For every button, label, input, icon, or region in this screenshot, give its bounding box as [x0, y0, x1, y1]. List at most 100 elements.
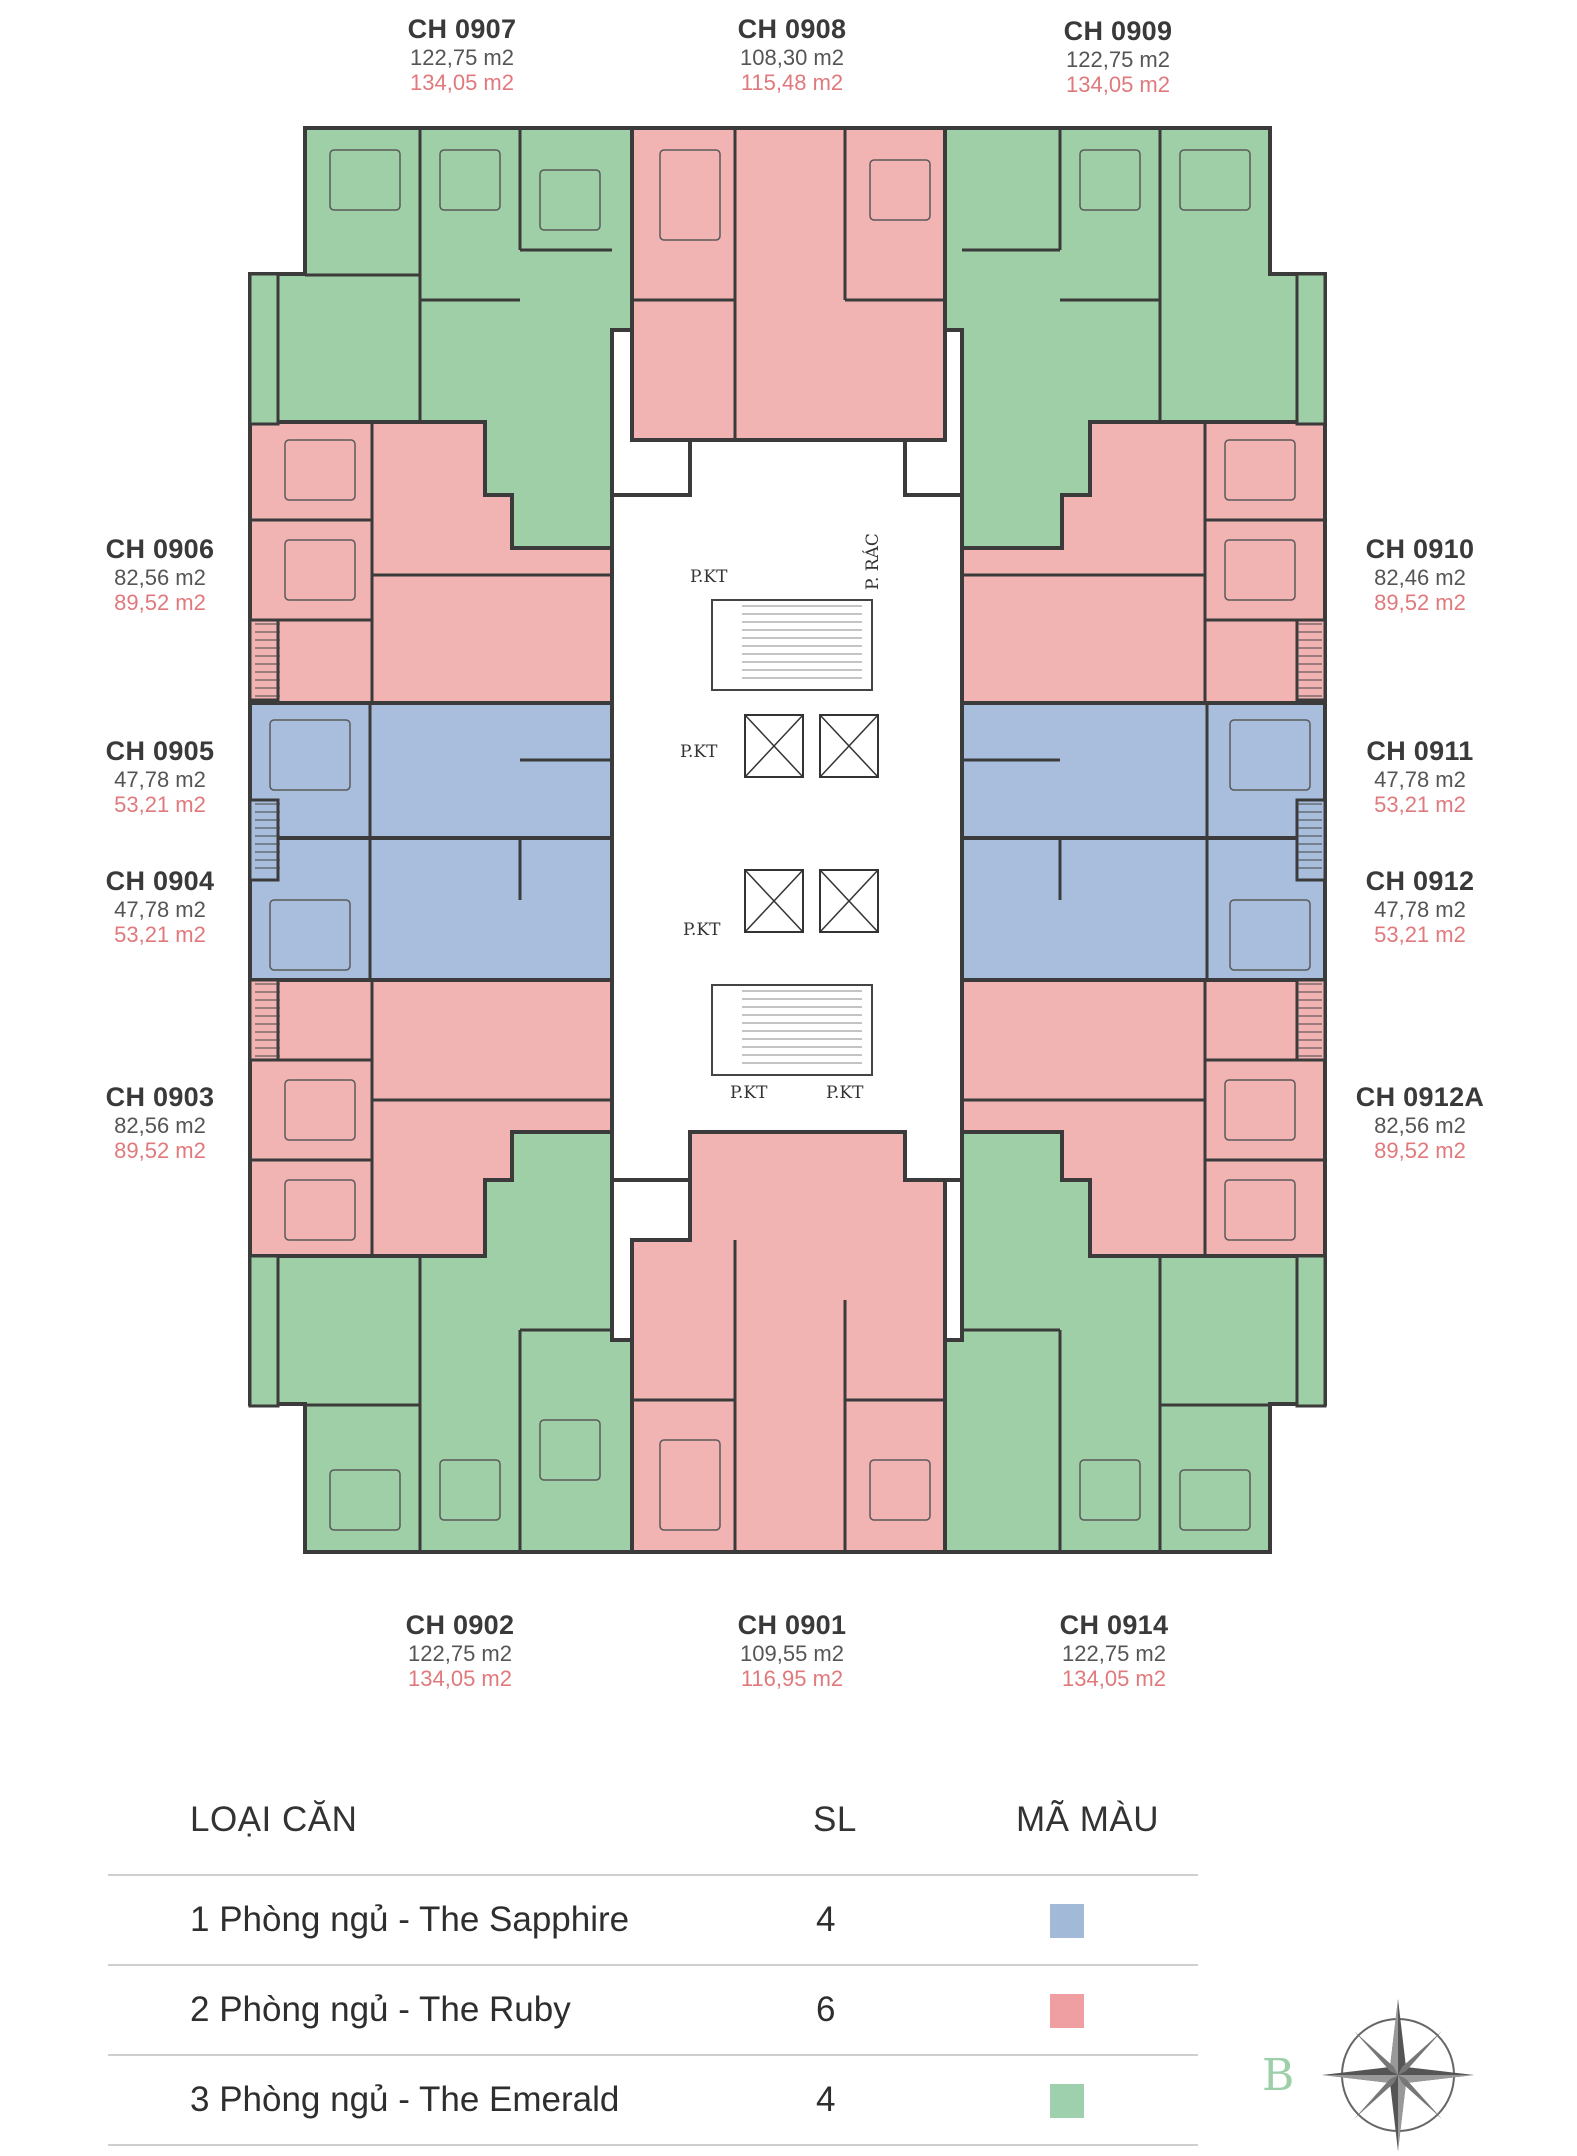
- pkt-label: P.KT: [680, 742, 718, 762]
- legend-row-name: 3 Phòng ngủ - The Emerald: [190, 2080, 620, 2119]
- elevator-shaft: [819, 714, 879, 778]
- elevator-shaft: [744, 714, 804, 778]
- unit-area-net: 122,75 m2: [1062, 1641, 1166, 1667]
- unit-area-gross: 116,95 m2: [740, 1666, 844, 1692]
- furniture-piece: [659, 1439, 721, 1531]
- pkt-label: P.KT: [690, 567, 728, 587]
- elevator-shaft: [819, 869, 879, 933]
- unit-area-gross: 89,52 m2: [114, 1138, 206, 1164]
- furniture-piece: [1079, 149, 1141, 211]
- furniture-piece: [1079, 1459, 1141, 1521]
- furniture-piece: [869, 1459, 931, 1521]
- unit-area-net: 82,56 m2: [114, 1113, 206, 1139]
- unit-code: CH 0910: [1365, 534, 1475, 564]
- staircase: [711, 599, 873, 691]
- unit-area-gross: 134,05 m2: [1066, 72, 1170, 98]
- unit-area-gross: 53,21 m2: [1374, 922, 1466, 948]
- unit-label-0903: CH 0903 82,56 m2 89,52 m2: [50, 1082, 270, 1164]
- detail-layer: [250, 128, 1325, 1552]
- furniture-piece: [1229, 719, 1311, 791]
- furniture-piece: [1179, 1469, 1251, 1531]
- furniture-piece: [1224, 1179, 1296, 1241]
- unit-code: CH 0904: [105, 866, 215, 896]
- legend-bottom-rule: [108, 2144, 1198, 2146]
- balcony-hatch: [1297, 803, 1322, 869]
- unit-area-net: 109,55 m2: [740, 1641, 844, 1667]
- legend-row-name: 1 Phòng ngủ - The Sapphire: [190, 1900, 630, 1939]
- unit-area-net: 122,75 m2: [410, 45, 514, 71]
- balcony-wing: [1295, 272, 1327, 426]
- furniture-piece: [439, 149, 501, 211]
- legend-swatch-sapphire: [1050, 1904, 1084, 1938]
- unit-code: CH 0911: [1366, 736, 1474, 766]
- furniture-piece: [269, 899, 351, 971]
- balcony-wing: [248, 1254, 280, 1408]
- balcony-hatch: [255, 803, 280, 869]
- furniture-piece: [659, 149, 721, 241]
- legend-header-color: MÃ MÀU: [1016, 1800, 1159, 1839]
- unit-code: CH 0901: [737, 1610, 847, 1640]
- unit-area-gross: 134,05 m2: [1062, 1666, 1166, 1692]
- unit-area-gross: 53,21 m2: [1374, 792, 1466, 818]
- unit-label-0914: CH 0914 122,75 m2 134,05 m2: [1004, 1610, 1224, 1692]
- legend-row-ruby: 2 Phòng ngủ - The Ruby 6: [108, 1964, 1198, 2056]
- pkt-label: P.KT: [683, 920, 721, 940]
- unit-area-gross: 115,48 m2: [740, 70, 844, 96]
- block-mark: B: [1262, 2050, 1295, 2101]
- furniture-piece: [1224, 439, 1296, 501]
- unit-code: CH 0912A: [1355, 1082, 1485, 1112]
- unit-area-net: 122,75 m2: [408, 1641, 512, 1667]
- unit-label-0906: CH 0906 82,56 m2 89,52 m2: [50, 534, 270, 616]
- unit-0912: [960, 836, 1327, 982]
- legend-swatch-ruby: [1050, 1994, 1084, 2028]
- unit-area-gross: 89,52 m2: [1374, 1138, 1466, 1164]
- unit-area-net: 108,30 m2: [740, 45, 844, 71]
- furniture-piece: [439, 1459, 501, 1521]
- furniture-piece: [284, 1179, 356, 1241]
- unit-0904: [248, 836, 614, 982]
- balcony-hatch: [1297, 623, 1322, 697]
- unit-label-0912: CH 0912 47,78 m2 53,21 m2: [1310, 866, 1530, 948]
- furniture-piece: [869, 159, 931, 221]
- compass-rose-icon: [1322, 1999, 1474, 2151]
- legend-header: LOẠI CĂN SL MÃ MÀU: [108, 1790, 1198, 1860]
- unit-0901: [630, 1130, 947, 1554]
- furniture-piece: [269, 719, 351, 791]
- unit-area-gross: 53,21 m2: [114, 792, 206, 818]
- unit-area-net: 47,78 m2: [1374, 897, 1466, 923]
- unit-area-gross: 134,05 m2: [408, 1666, 512, 1692]
- unit-code: CH 0914: [1059, 1610, 1169, 1640]
- legend-row-count: 6: [816, 1990, 836, 2029]
- legend-row-emerald: 3 Phòng ngủ - The Emerald 4: [108, 2054, 1198, 2146]
- unit-label-0910: CH 0910 82,46 m2 89,52 m2: [1310, 534, 1530, 616]
- furniture-piece: [539, 169, 601, 231]
- furniture-piece: [539, 1419, 601, 1481]
- furniture-piece: [284, 439, 356, 501]
- elevator-shaft: [744, 869, 804, 933]
- balcony-wing: [1295, 798, 1327, 882]
- legend-row-name: 2 Phòng ngủ - The Ruby: [190, 1990, 571, 2029]
- unit-label-0905: CH 0905 47,78 m2 53,21 m2: [50, 736, 270, 818]
- unit-code: CH 0906: [105, 534, 215, 564]
- balcony-hatch: [1297, 983, 1322, 1057]
- unit-code: CH 0903: [105, 1082, 215, 1112]
- unit-area-gross: 89,52 m2: [1374, 590, 1466, 616]
- unit-code: CH 0907: [407, 14, 517, 44]
- legend-header-count: SL: [813, 1800, 857, 1839]
- unit-area-net: 47,78 m2: [114, 767, 206, 793]
- legend-row-count: 4: [816, 2080, 836, 2119]
- furniture-piece: [284, 539, 356, 601]
- balcony-wing: [248, 618, 280, 702]
- unit-code: CH 0909: [1063, 16, 1173, 46]
- unit-area-gross: 89,52 m2: [114, 590, 206, 616]
- unit-code: CH 0902: [405, 1610, 515, 1640]
- unit-area-gross: 53,21 m2: [114, 922, 206, 948]
- unit-area-net: 47,78 m2: [1374, 767, 1466, 793]
- balcony-wing: [248, 272, 280, 426]
- balcony-hatch: [255, 983, 280, 1057]
- unit-area-net: 82,56 m2: [1374, 1113, 1466, 1139]
- pkt-label: P.KT: [730, 1083, 768, 1103]
- unit-label-0911: CH 0911 47,78 m2 53,21 m2: [1310, 736, 1530, 818]
- staircase: [711, 984, 873, 1076]
